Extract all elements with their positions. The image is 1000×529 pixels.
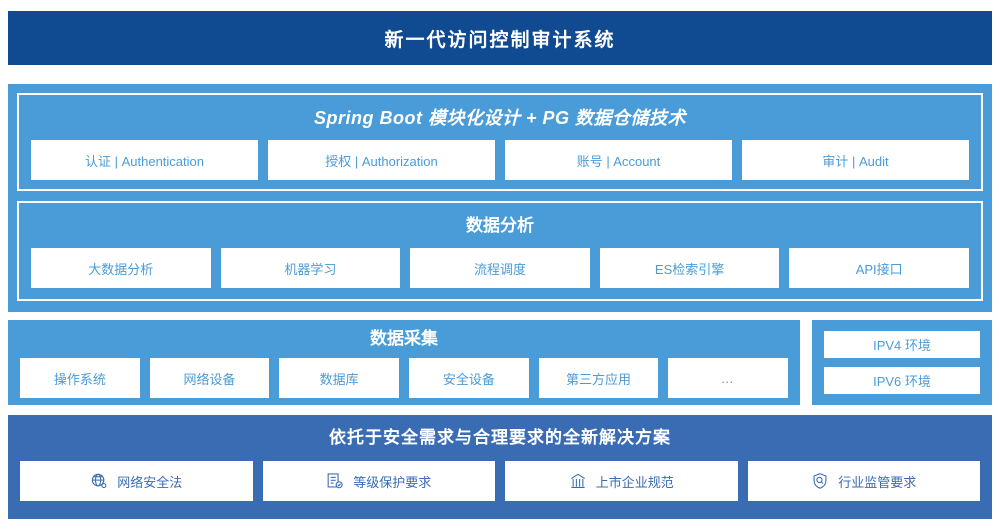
card-label: 等级保护要求 <box>353 474 432 490</box>
card-authentication[interactable]: 认证 | Authentication <box>31 140 258 180</box>
card-big-data-analysis[interactable]: 大数据分析 <box>31 248 211 288</box>
compliance-panel: 依托于安全需求与合理要求的全新解决方案 网络安全法 <box>8 415 992 519</box>
shield-search-icon <box>811 472 829 490</box>
card-more[interactable]: … <box>668 358 789 398</box>
card-ipv6-environment[interactable]: IPV6 环境 <box>824 367 980 394</box>
page-header: 新一代访问控制审计系统 <box>8 11 992 65</box>
card-security-device[interactable]: 安全设备 <box>409 358 529 398</box>
card-api-interface[interactable]: API接口 <box>789 248 969 288</box>
card-industry-regulation[interactable]: 行业监管要求 <box>747 461 980 501</box>
data-collection-card-row: 操作系统 网络设备 数据库 安全设备 第三方应用 … <box>20 358 789 398</box>
card-database[interactable]: 数据库 <box>279 358 400 398</box>
card-classified-protection[interactable]: 等级保护要求 <box>262 461 495 501</box>
platform-block: Spring Boot 模块化设计 + PG 数据仓储技术 认证 | Authe… <box>8 84 992 312</box>
card-listed-enterprise-standard[interactable]: 上市企业规范 <box>505 461 738 501</box>
data-analysis-card-row: 大数据分析 机器学习 流程调度 ES检索引擎 API接口 <box>31 248 969 288</box>
card-network-device[interactable]: 网络设备 <box>149 358 270 398</box>
card-label: 上市企业规范 <box>595 474 674 490</box>
card-ipv4-environment[interactable]: IPV4 环境 <box>824 331 980 358</box>
card-process-scheduling[interactable]: 流程调度 <box>410 248 590 288</box>
spring-boot-panel: Spring Boot 模块化设计 + PG 数据仓储技术 认证 | Authe… <box>17 93 983 191</box>
card-label: 网络安全法 <box>117 474 183 490</box>
spring-boot-panel-title: Spring Boot 模块化设计 + PG 数据仓储技术 <box>313 108 686 128</box>
environment-panel: IPV4 环境 IPV6 环境 <box>812 320 992 405</box>
data-analysis-panel: 数据分析 大数据分析 机器学习 流程调度 ES检索引擎 API接口 <box>17 201 983 301</box>
card-third-party-application[interactable]: 第三方应用 <box>538 358 659 398</box>
compliance-card-row: 网络安全法 等级保护要求 <box>20 461 980 501</box>
collection-row: 数据采集 操作系统 网络设备 数据库 安全设备 第三方应用 … IPV4 环境 … <box>8 320 992 405</box>
card-label: 行业监管要求 <box>838 474 917 490</box>
card-cybersecurity-law[interactable]: 网络安全法 <box>20 461 253 501</box>
data-analysis-panel-title: 数据分析 <box>466 216 534 235</box>
data-collection-panel-title: 数据采集 <box>370 329 438 348</box>
card-account[interactable]: 账号 | Account <box>505 140 732 180</box>
card-audit[interactable]: 审计 | Audit <box>742 140 969 180</box>
data-collection-panel: 数据采集 操作系统 网络设备 数据库 安全设备 第三方应用 … <box>8 320 800 405</box>
document-check-icon <box>326 472 344 490</box>
card-es-search-engine[interactable]: ES检索引擎 <box>599 248 780 288</box>
card-authorization[interactable]: 授权 | Authorization <box>268 140 495 180</box>
bank-icon <box>569 472 587 490</box>
compliance-panel-title: 依托于安全需求与合理要求的全新解决方案 <box>329 428 671 447</box>
page-title: 新一代访问控制审计系统 <box>384 29 616 51</box>
globe-icon <box>90 472 108 490</box>
card-machine-learning[interactable]: 机器学习 <box>220 248 401 288</box>
card-operating-system[interactable]: 操作系统 <box>20 358 140 398</box>
spring-boot-card-row: 认证 | Authentication 授权 | Authorization 账… <box>31 140 969 180</box>
